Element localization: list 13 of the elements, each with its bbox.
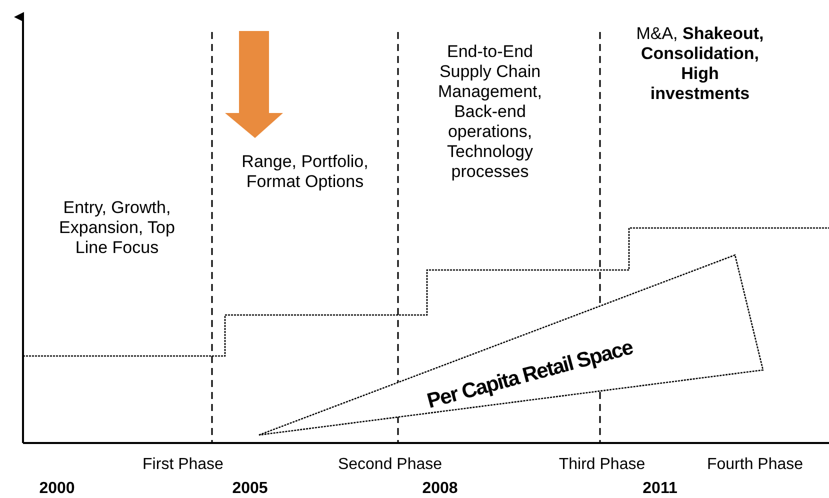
year-label: 2008 — [421, 479, 459, 498]
year-label: 2000 — [38, 479, 76, 498]
phase-description: End-to-End Supply Chain Management, Back-end operations, Technology processes — [437, 42, 543, 182]
year-label: 2005 — [231, 479, 269, 498]
phase-label: Third Phase — [558, 455, 646, 475]
phase-label: Fourth Phase — [706, 455, 804, 475]
phase-label: Second Phase — [336, 455, 444, 475]
phase-description: Range, Portfolio, Format Options — [240, 152, 370, 192]
year-label: 2011 — [642, 479, 678, 498]
wedge-label: Per Capita Retail Space — [424, 336, 636, 414]
phase-description: M&A, Shakeout, Consolidation, High investments — [635, 24, 765, 104]
phase-label: First Phase — [142, 455, 224, 475]
phase-description: Entry, Growth, Expansion, Top Line Focus — [58, 198, 176, 258]
